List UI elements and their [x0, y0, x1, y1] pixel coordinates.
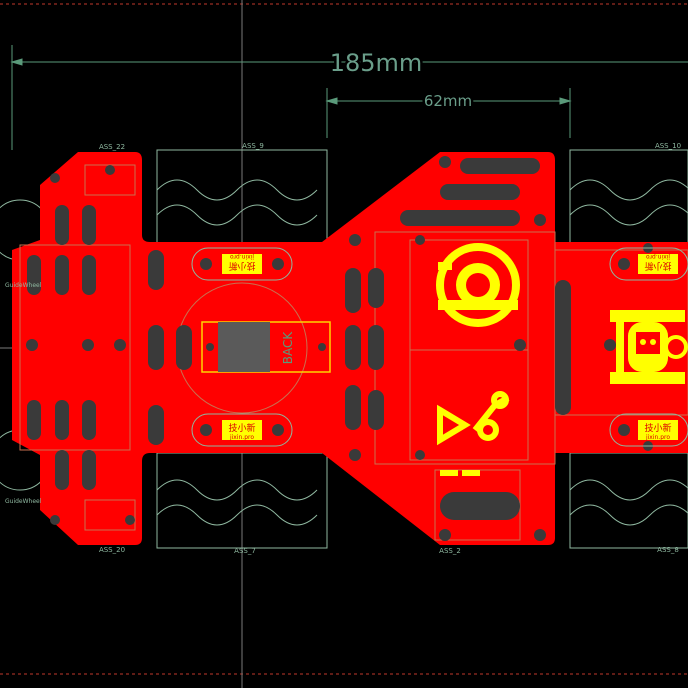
mount-holes [26, 156, 653, 541]
part-label-bottom-left: ASS_20 [99, 546, 125, 554]
guide-wheel-bottom-label: GuideWheel [5, 498, 42, 505]
robot-arm-silkscreen-icon [437, 391, 510, 446]
camera-silkscreen-icon [436, 243, 520, 327]
part-label-top-left: ASS_22 [99, 143, 125, 151]
guide-wheel-top-label: GuideWheel [5, 282, 42, 289]
logo-url-text: jixin.pro [646, 253, 671, 260]
logo-pill-top-left: 技小新 jixin.pro [191, 247, 293, 281]
dimension-inner-label: 62mm [424, 92, 472, 110]
logo-pill-bottom-left: 技小新 jixin.pro [191, 413, 293, 447]
logo-url-text: jixin.pro [229, 434, 254, 441]
logo-pill-bottom-right: 技小新 jixin.pro [609, 413, 688, 447]
dimension-overall [10, 45, 688, 150]
logo-cn-text: 技小新 [644, 422, 671, 434]
dimension-overall-label: 185mm [330, 49, 423, 77]
logo-url-text: jixin.pro [230, 253, 255, 260]
slot-holes [27, 158, 571, 520]
part-label-bottom-mid: ASS_7 [234, 547, 256, 555]
dimension-inner [325, 88, 572, 138]
logo-pill-top-right: 技小新 jixin.pro [609, 247, 688, 281]
robot-silkscreen-icon [610, 310, 688, 384]
logo-cn-text: 技小新 [228, 260, 255, 272]
logo-cn-text: 技小新 [644, 260, 671, 272]
battery-holder [201, 321, 331, 373]
part-label-bottom-right: ASS_8 [657, 546, 679, 554]
part-label-bottom-center: ASS_2 [439, 547, 461, 555]
back-label: BACK [281, 331, 295, 365]
logo-url-text: jixin.pro [645, 434, 670, 441]
warning-stripe [440, 470, 480, 476]
logo-cn-text: 技小新 [228, 422, 255, 434]
part-label-top-mid: ASS_9 [242, 142, 264, 150]
part-label-top-right: ASS_10 [655, 142, 681, 150]
